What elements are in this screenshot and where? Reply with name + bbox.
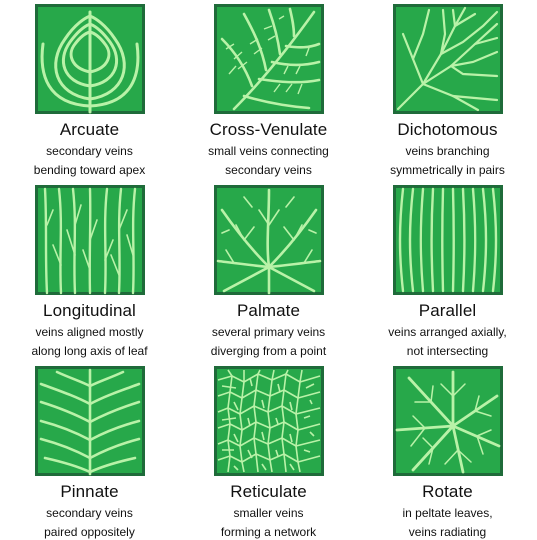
pattern-name: Rotate xyxy=(358,482,537,502)
pattern-desc-line2: bending toward apex xyxy=(0,162,179,178)
pattern-name: Pinnate xyxy=(0,482,179,502)
pattern-desc-line1: small veins connecting xyxy=(179,143,358,159)
pattern-desc-line1: secondary veins xyxy=(0,143,179,159)
arcuate-venation-image xyxy=(35,4,145,114)
pattern-desc-line1: secondary veins xyxy=(0,505,179,521)
rotate-venation-image xyxy=(393,366,503,476)
cross-venulate-venation-image xyxy=(214,4,324,114)
pattern-name: Parallel xyxy=(358,301,537,321)
pattern-desc-line2: secondary veins xyxy=(179,162,358,178)
pinnate-venation-image xyxy=(35,366,145,476)
pattern-desc-line2: paired oppositely xyxy=(0,524,179,540)
parallel-venation-image xyxy=(393,185,503,295)
pattern-cross-venulate: Cross-Venulate small veins connecting se… xyxy=(179,4,358,178)
pattern-name: Palmate xyxy=(179,301,358,321)
pattern-arcuate: Arcuate secondary veins bending toward a… xyxy=(0,4,179,178)
pattern-desc-line1: veins arranged axially, xyxy=(358,324,537,340)
pattern-desc-line2: diverging from a point xyxy=(179,343,358,359)
longitudinal-venation-image xyxy=(35,185,145,295)
pattern-name: Cross-Venulate xyxy=(179,120,358,140)
pattern-desc-line1: in peltate leaves, xyxy=(358,505,537,521)
pattern-desc-line1: veins aligned mostly xyxy=(0,324,179,340)
pattern-desc-line2: along long axis of leaf xyxy=(0,343,179,359)
pattern-pinnate: Pinnate secondary veins paired oppositel… xyxy=(0,366,179,540)
pattern-desc-line1: several primary veins xyxy=(179,324,358,340)
pattern-palmate: Palmate several primary veins diverging … xyxy=(179,185,358,359)
pattern-name: Arcuate xyxy=(0,120,179,140)
palmate-venation-image xyxy=(214,185,324,295)
pattern-parallel: Parallel veins arranged axially, not int… xyxy=(358,185,537,359)
pattern-desc-line2: veins radiating xyxy=(358,524,537,540)
pattern-rotate: Rotate in peltate leaves, veins radiatin… xyxy=(358,366,537,540)
reticulate-venation-image xyxy=(214,366,324,476)
pattern-desc-line2: forming a network xyxy=(179,524,358,540)
pattern-name: Dichotomous xyxy=(358,120,537,140)
pattern-longitudinal: Longitudinal veins aligned mostly along … xyxy=(0,185,179,359)
pattern-desc-line2: not intersecting xyxy=(358,343,537,359)
pattern-name: Longitudinal xyxy=(0,301,179,321)
pattern-desc-line1: smaller veins xyxy=(179,505,358,521)
dichotomous-venation-image xyxy=(393,4,503,114)
pattern-desc-line1: veins branching xyxy=(358,143,537,159)
pattern-name: Reticulate xyxy=(179,482,358,502)
pattern-dichotomous: Dichotomous veins branching symmetricall… xyxy=(358,4,537,178)
pattern-reticulate: Reticulate smaller veins forming a netwo… xyxy=(179,366,358,540)
pattern-desc-line2: symmetrically in pairs xyxy=(358,162,537,178)
